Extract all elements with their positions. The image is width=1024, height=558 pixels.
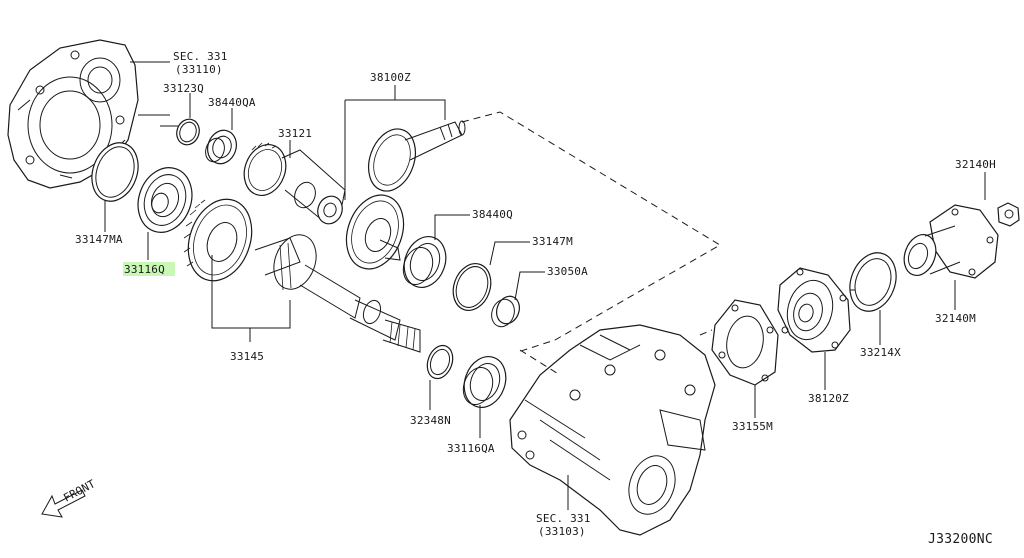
label-32140h: 32140H	[955, 158, 996, 171]
ring-gear[interactable]	[337, 187, 414, 277]
label-33147m: 33147M	[532, 235, 573, 248]
label-sec331-bottom-1: SEC. 331	[536, 512, 591, 525]
drive-gear-33121[interactable]	[237, 139, 346, 228]
label-33147ma: 33147MA	[75, 233, 123, 246]
o-ring-33147m[interactable]	[447, 258, 497, 315]
label-38440qa: 38440QA	[208, 96, 256, 109]
label-33155m: 33155M	[732, 420, 773, 433]
highlight-33116q	[123, 262, 175, 276]
label-33145: 33145	[230, 350, 264, 363]
label-33121: 33121	[278, 127, 312, 140]
label-33123q: 33123Q	[163, 82, 204, 95]
label-38440q: 38440Q	[472, 208, 513, 221]
bearing-33116qa[interactable]	[457, 351, 512, 414]
label-sec331-bottom-2: (33103)	[538, 525, 586, 538]
gear-shaft-33145[interactable]	[177, 190, 421, 353]
front-arrow-icon	[41, 489, 86, 518]
snap-ring-32348n[interactable]	[423, 342, 457, 382]
label-32348n: 32348N	[410, 414, 451, 427]
assembly-dashed-lines	[461, 111, 855, 376]
label-sec331-top-2: (33110)	[175, 63, 223, 76]
nut-32140h[interactable]	[997, 202, 1020, 227]
bearing-assembly-38120z[interactable]	[777, 267, 851, 353]
part-labels: SEC. 331 (33110) 33123Q 38440QA 33121 38…	[75, 50, 996, 538]
bearing-38440q[interactable]	[397, 231, 452, 294]
flange-32140m[interactable]	[899, 204, 999, 280]
label-sec331-top-1: SEC. 331	[173, 50, 228, 63]
diagram-code: J33200NC	[928, 532, 993, 547]
snap-ring-33123q[interactable]	[173, 116, 203, 148]
label-32140m: 32140M	[935, 312, 976, 325]
bearing-33116q[interactable]	[129, 160, 200, 240]
transfer-case-part[interactable]	[509, 324, 716, 536]
label-33214x: 33214X	[860, 346, 901, 359]
front-indicator: FRONT	[41, 477, 98, 518]
label-33116q: 33116Q	[124, 263, 165, 276]
label-33050a: 33050A	[547, 265, 588, 278]
front-label: FRONT	[61, 477, 97, 505]
label-38120z: 38120Z	[808, 392, 849, 405]
bearing-38440qa[interactable]	[202, 126, 241, 168]
label-38100z: 38100Z	[370, 71, 411, 84]
gasket-33155m[interactable]	[711, 299, 779, 386]
pinion-shaft-38100z[interactable]	[360, 120, 466, 198]
leader-lines	[104, 61, 986, 510]
cap-33050a[interactable]	[488, 293, 523, 330]
seal-33214x[interactable]	[842, 246, 904, 317]
label-33116qa: 33116QA	[447, 442, 495, 455]
